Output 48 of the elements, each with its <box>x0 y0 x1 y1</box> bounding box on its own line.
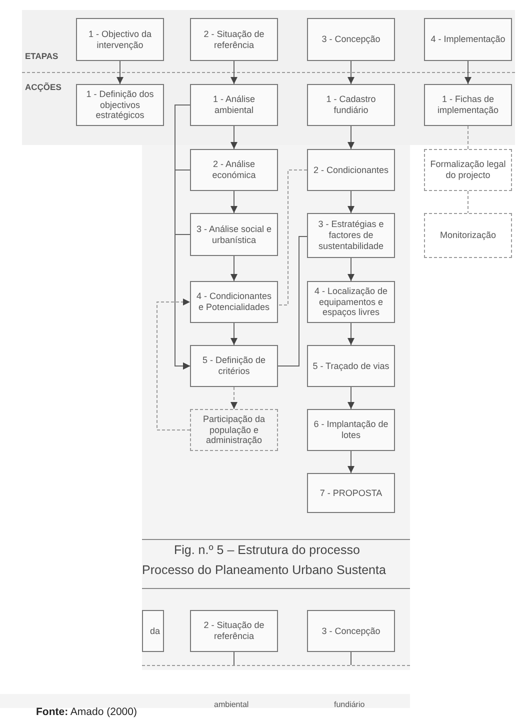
figure-caption: Processo do Planeamento Urbano Sustenta <box>142 563 386 578</box>
arrow <box>348 258 354 282</box>
process-box: 1 - Cadastro fundiário <box>307 84 395 126</box>
process-box: 3 - Estratégias e factores de sustentabilidade <box>307 213 395 258</box>
process-box: 3 - Concepção <box>307 610 395 652</box>
arrow <box>348 322 354 346</box>
arrow <box>348 190 354 214</box>
arrow <box>348 126 354 150</box>
process-box: 3 - Concepção <box>307 18 395 61</box>
arrow <box>230 256 238 282</box>
process-box: 2 - Situação de referência <box>190 610 278 652</box>
arrow <box>230 322 238 346</box>
process-box: 1 - Análise ambiental <box>190 84 278 126</box>
stage-heading: ETAPAS <box>25 52 58 62</box>
source-note: Fonte: Amado (2000) <box>36 706 137 718</box>
arrow <box>464 60 472 84</box>
arrow <box>348 450 354 474</box>
figure-caption: Fig. n.º 5 – Estrutura do processo <box>174 543 360 558</box>
optional-step-box: Participação da população e administração <box>190 409 278 451</box>
arrow <box>230 60 238 84</box>
process-box: 2 - Situação de referência <box>190 18 278 61</box>
arrow <box>230 386 238 410</box>
process-box: 4 - Implementação <box>424 18 512 61</box>
process-box: 1 - Fichas de implementação <box>424 84 512 126</box>
process-box: 1 - Definição dos objectivos estratégicos <box>76 84 164 126</box>
process-box: 5 - Traçado de vias <box>307 345 395 387</box>
process-box: 4 - Localização de equipamentos e espaços livres <box>307 281 395 323</box>
process-box: 2 - Análise económica <box>190 149 278 191</box>
process-box: 1 - Objectivo da intervenção <box>76 18 164 61</box>
arrow <box>230 190 238 214</box>
process-box: 4 - Condicionantes e Potencialidades <box>190 281 278 323</box>
process-box: 5 - Definição de critérios <box>190 345 278 387</box>
box-text-fragment: ambiental <box>214 700 249 710</box>
optional-step-box: Monitorização <box>424 213 512 258</box>
arrow <box>348 60 354 84</box>
process-box: 6 - Implantação de lotes <box>307 409 395 451</box>
process-box: da <box>142 610 164 652</box>
process-box: 3 - Análise social e urbanística <box>190 213 278 256</box>
box-text-fragment: fundiário <box>334 700 365 710</box>
arrow <box>174 234 190 370</box>
optional-step-box: Formalização legal do projecto <box>424 149 512 191</box>
process-box: 2 - Condicionantes <box>307 149 395 191</box>
arrow <box>116 60 124 84</box>
arrow <box>348 386 354 410</box>
stage-heading: ACÇÕES <box>25 83 62 93</box>
arrow <box>230 126 238 150</box>
arrow <box>156 298 190 430</box>
process-box: 7 - PROPOSTA <box>307 473 395 513</box>
